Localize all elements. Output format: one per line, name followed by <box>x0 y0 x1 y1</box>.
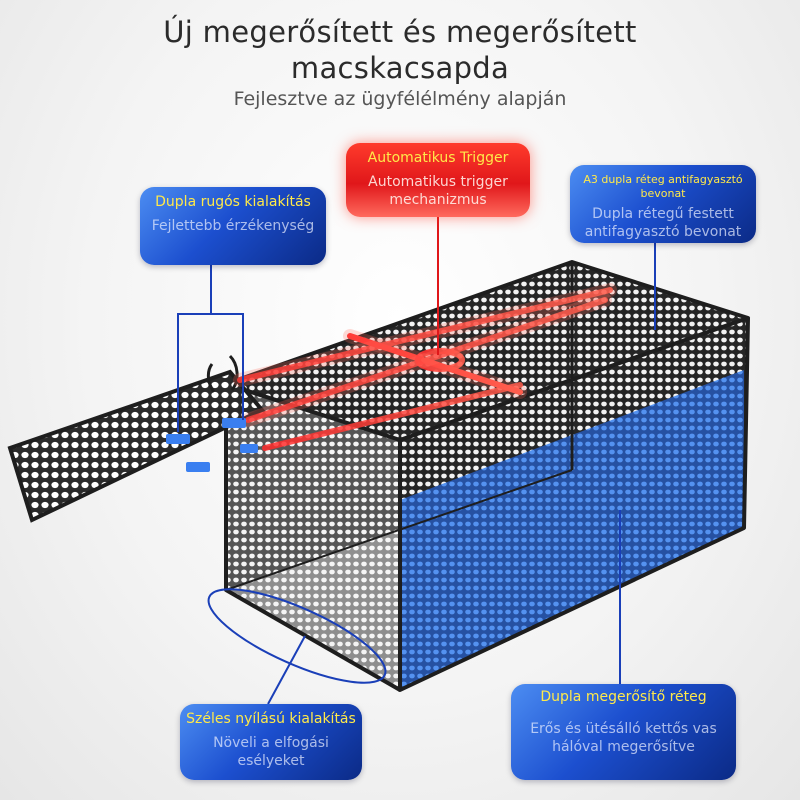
callout-wide-opening-title: Széles nyílású kialakítás <box>186 711 356 727</box>
page-subtitle: Fejlesztve az ügyfélélmény alapján <box>233 88 567 110</box>
callout-automatic-trigger-text: Automatikus trigger mechanizmus <box>368 174 508 208</box>
callout-double-reinforcement-text: Erős és ütésálló kettős vas hálóval mege… <box>530 721 717 755</box>
callout-wide-opening: Széles nyílású kialakítás Növeli a elfog… <box>180 704 362 780</box>
page-title-line1: Új megerősített és megerősített <box>163 15 637 49</box>
callout-antifreeze-coating: A3 dupla réteg antifagyasztó bevonat Dup… <box>570 165 756 243</box>
callout-antifreeze-coating-text: Dupla rétegű festett antifagyasztó bevon… <box>584 206 742 240</box>
page-title-line2: macskacsapda <box>290 51 510 85</box>
reinforcement-layer-highlight <box>400 370 744 690</box>
callout-double-spring-title: Dupla rugós kialakítás <box>155 194 311 210</box>
trigger-mechanism-highlight <box>237 287 613 451</box>
callout-double-spring: Dupla rugós kialakítás Fejlettebb érzéke… <box>140 187 326 265</box>
callout-antifreeze-coating-title: A3 dupla réteg antifagyasztó bevonat <box>583 173 743 200</box>
callout-double-spring-text: Fejlettebb érzékenység <box>151 218 315 234</box>
callout-double-reinforcement-title: Dupla megerősítő réteg <box>540 689 707 705</box>
trap-door-flap <box>7 354 266 523</box>
callout-automatic-trigger: Automatikus Trigger Automatikus trigger … <box>346 143 530 217</box>
connector-lines <box>177 217 656 705</box>
spring-markers <box>166 418 258 472</box>
callout-wide-opening-text: Növeli a elfogási esélyeket <box>213 735 329 769</box>
callout-double-reinforcement: Dupla megerősítő réteg Erős és ütésálló … <box>511 684 736 780</box>
callout-automatic-trigger-title: Automatikus Trigger <box>367 150 509 166</box>
